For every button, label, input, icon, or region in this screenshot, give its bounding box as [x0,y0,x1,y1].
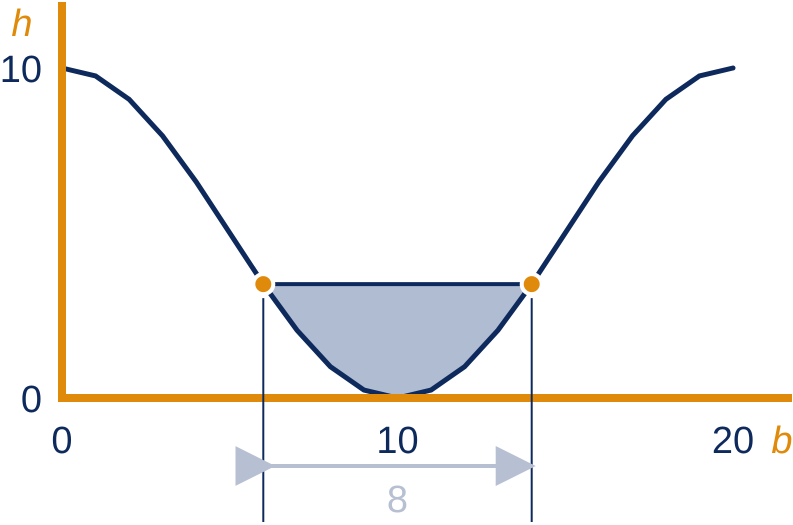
intersection-marker-2 [519,272,544,297]
width-label: 8 [387,479,408,521]
y-tick-label: 0 [21,379,42,421]
intersection-marker-1 [251,272,276,297]
shaded-region [263,284,532,398]
y-tick-label: 10 [0,49,42,91]
y-axis-label: h [11,3,32,45]
x-tick-label: 0 [51,420,72,462]
x-tick-label: 20 [712,420,754,462]
x-tick-label: 10 [376,420,418,462]
x-axis-label: b [771,420,792,462]
